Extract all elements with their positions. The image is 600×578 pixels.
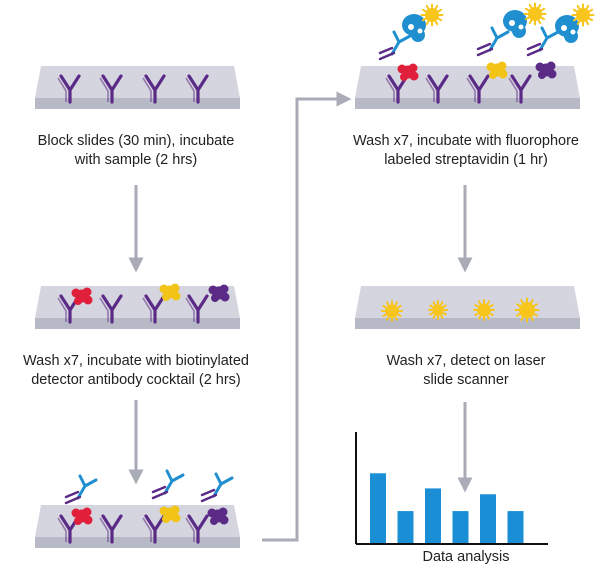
detector-antibody (526, 26, 560, 57)
step3-line2: labeled streptavidin (1 hr) (384, 152, 548, 168)
capture-antibody (57, 74, 81, 104)
detector-antibody (64, 474, 98, 505)
capture-antibody (99, 74, 123, 104)
streptavidin-complex (402, 14, 426, 42)
capture-antibody (99, 294, 123, 324)
capture-antibody (466, 74, 490, 104)
step2-line2: detector antibody cocktail (2 hrs) (31, 372, 241, 388)
analyte-yellow (159, 505, 181, 523)
step1-line2: with sample (2 hrs) (74, 152, 198, 168)
capture-antibody (99, 514, 123, 544)
fluorophore-icon (420, 3, 444, 27)
analyte-purple (208, 284, 230, 302)
step5-caption: Data analysis (332, 548, 600, 567)
streptavidin-complex (503, 10, 527, 38)
detector-antibody (200, 472, 234, 503)
slide-step1 (35, 66, 240, 109)
chart-bar-2 (397, 511, 414, 543)
arrow-connector-to-column2 (262, 91, 352, 542)
step4-caption: Wash x7, detect on laser slide scanner (332, 352, 600, 390)
analyte-red (397, 63, 419, 81)
chart-bar-1 (370, 473, 386, 543)
capture-antibody (385, 74, 409, 104)
analyte-yellow (159, 283, 181, 301)
detector-antibody (151, 469, 185, 500)
chart-bar-5 (480, 494, 496, 543)
capture-antibody (185, 294, 209, 324)
capture-antibody (425, 74, 449, 104)
data-analysis-chart (355, 432, 548, 545)
capture-antibody (185, 74, 209, 104)
capture-antibody (508, 74, 532, 104)
analyte-red (71, 287, 93, 305)
analyte-yellow (486, 61, 508, 79)
step2-caption: Wash x7, incubate with biotinylated dete… (0, 352, 272, 390)
detector-antibody (378, 30, 412, 61)
analyte-red (71, 507, 93, 525)
analyte-purple (207, 507, 229, 525)
fluorescent-spot-icon (428, 300, 448, 320)
chart-bar-6 (507, 511, 524, 543)
step4-line1: Wash x7, detect on laser (386, 353, 546, 369)
detector-antibody (476, 26, 510, 57)
fluorophore-icon (523, 2, 547, 26)
capture-antibody (185, 514, 209, 544)
fluorescent-spot-icon (514, 297, 540, 323)
step2-line1: Wash x7, incubate with biotinylated (23, 353, 249, 369)
fluorophore-icon (571, 3, 595, 27)
step4-line2: slide scanner (423, 372, 509, 388)
step1-line1: Block slides (30 min), incubate (37, 133, 235, 149)
chart-bar-3 (425, 488, 441, 543)
step3-caption: Wash x7, incubate with fluorophore label… (332, 132, 600, 170)
analyte-purple (535, 61, 557, 79)
fluorescent-spot-icon (473, 299, 495, 321)
chart-bar-4 (452, 511, 469, 543)
chart-caption-label: Data analysis (422, 549, 510, 565)
step3-line1: Wash x7, incubate with fluorophore (353, 133, 579, 149)
capture-antibody (142, 74, 166, 104)
fluorescent-spot-icon (381, 300, 403, 322)
step1-caption: Block slides (30 min), incubate with sam… (0, 132, 272, 170)
